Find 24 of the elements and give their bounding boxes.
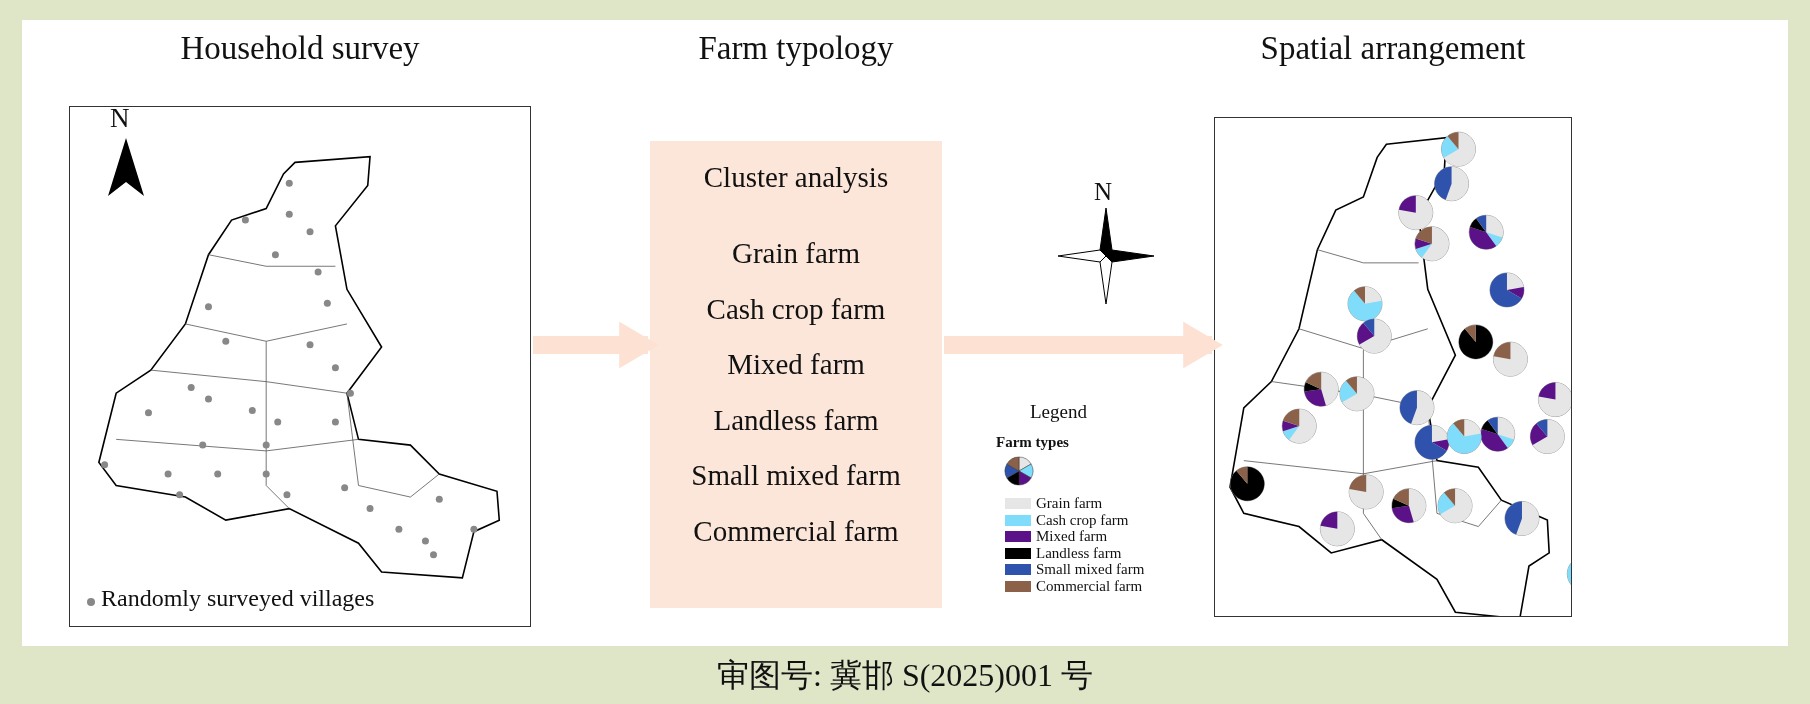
panel-heading: Farm typology — [697, 30, 895, 67]
panel-heading: Spatial arrangement — [1259, 30, 1527, 67]
arrow — [944, 321, 1223, 369]
panel-heading: Household survey — [179, 30, 421, 67]
legend-subtitle: Farm types — [996, 434, 1069, 451]
farm-type-item: Small mixed farm — [690, 459, 902, 492]
legend-text: Commercial farm — [1036, 579, 1143, 594]
legend-text: Randomly surveyed villages — [101, 585, 375, 612]
farm-type-item: Grain farm — [731, 237, 861, 270]
box-heading: Cluster analysis — [702, 161, 890, 194]
farm-type-item: Mixed farm — [726, 348, 866, 381]
legend-text: Small mixed farm — [1036, 562, 1145, 578]
arrow — [533, 321, 659, 369]
north-label: N — [110, 103, 130, 134]
legend-text: Grain farm — [1036, 496, 1103, 511]
legend-text: Cash crop farm — [1036, 512, 1129, 528]
legend-text: Mixed farm — [1036, 529, 1108, 545]
legend-title: Legend — [1030, 401, 1087, 423]
farm-type-item: Commercial farm — [692, 514, 900, 548]
farm-type-item: Landless farm — [712, 403, 880, 437]
legend-text: Landless farm — [1036, 545, 1122, 561]
caption: 审图号: 冀邯 S(2025)001 号 — [716, 656, 1094, 695]
farm-type-item: Cash crop farm — [705, 292, 887, 326]
north-label: N — [1094, 178, 1113, 206]
